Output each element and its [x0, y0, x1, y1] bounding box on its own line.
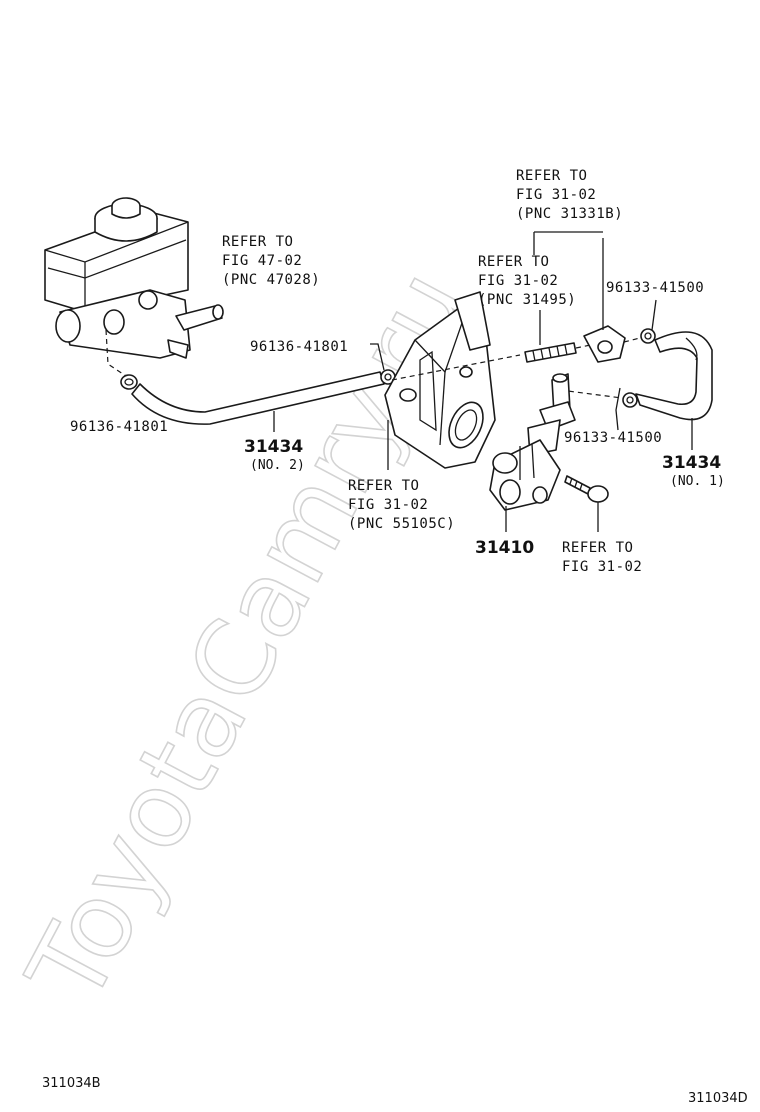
clutch-master-cylinder	[489, 373, 576, 532]
hose-clip-upper-right	[640, 299, 657, 344]
part-number-clip-upper-right: 96133-41500	[606, 280, 704, 296]
svg-text:REFER TO: REFER TO	[516, 168, 587, 184]
callout-top-ref: REFER TO FIG 31-02 (PNC 31331B)	[516, 168, 623, 222]
part-number-hose-no1: 31434	[662, 453, 721, 473]
svg-text:REFER TO: REFER TO	[562, 540, 633, 556]
part-number-clip-left: 96136-41801	[70, 419, 168, 435]
hose-clip-left	[120, 374, 138, 390]
part-number-cylinder: 31410	[475, 538, 534, 558]
svg-text:FIG 31-02: FIG 31-02	[478, 273, 558, 289]
hose-no2	[131, 371, 385, 432]
part-number-hose-no2: 31434	[244, 437, 303, 457]
mounting-bracket	[384, 291, 521, 470]
svg-text:(PNC 31331B): (PNC 31331B)	[516, 206, 623, 222]
hose-connector	[533, 231, 641, 363]
hose-no1	[635, 331, 713, 450]
hose-no2-label: (NO. 2)	[250, 458, 305, 473]
hose-clip-lower-right	[559, 387, 638, 431]
svg-text:REFER TO: REFER TO	[222, 234, 293, 250]
svg-text:FIG 31-02: FIG 31-02	[348, 497, 428, 513]
callout-bolt-ref: REFER TO FIG 31-02	[562, 540, 642, 575]
svg-text:REFER TO: REFER TO	[348, 478, 419, 494]
bolt	[564, 475, 609, 532]
callout-reservoir-ref: REFER TO FIG 47-02 (PNC 47028)	[222, 234, 320, 288]
callout-bracket-ref: REFER TO FIG 31-02 (PNC 55105C)	[348, 478, 455, 532]
callout-mid-ref: REFER TO FIG 31-02 (PNC 31495)	[478, 254, 576, 308]
svg-text:FIG 47-02: FIG 47-02	[222, 253, 302, 269]
part-number-clip-lower-right: 96133-41500	[564, 430, 662, 446]
pipe-fitting	[524, 310, 601, 363]
master-cylinder-reservoir	[44, 197, 224, 377]
svg-text:(PNC 55105C): (PNC 55105C)	[348, 516, 455, 532]
svg-text:FIG 31-02: FIG 31-02	[562, 559, 642, 575]
svg-text:REFER TO: REFER TO	[478, 254, 549, 270]
svg-text:(PNC 31495): (PNC 31495)	[478, 292, 576, 308]
svg-text:FIG 31-02: FIG 31-02	[516, 187, 596, 203]
svg-text:(PNC 47028): (PNC 47028)	[222, 272, 320, 288]
diagram-code-left: 311034B	[42, 1076, 101, 1091]
part-number-clip-mid: 96136-41801	[250, 339, 348, 355]
hose-no1-label: (NO. 1)	[670, 474, 725, 489]
diagram-code-right: 311034D	[688, 1091, 748, 1106]
